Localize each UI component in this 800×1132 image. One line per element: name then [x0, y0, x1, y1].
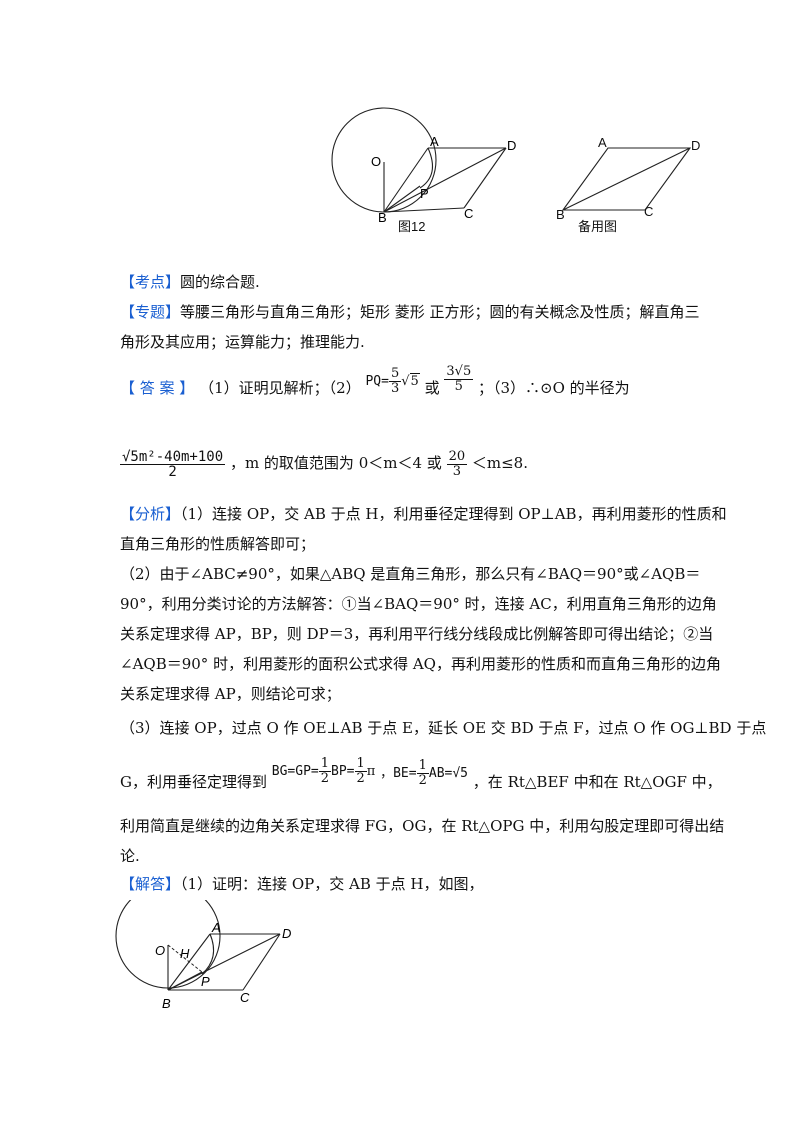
fenxi-line-11: 论.	[120, 847, 140, 865]
answer-tag: 【 答 案 】	[120, 379, 195, 397]
fenxi-line-6: ∠AQB＝90° 时，利用菱形的面积公式求得 AQ，再利用菱形的性质和而直角三角…	[120, 655, 721, 673]
spare-label-b: B	[556, 207, 565, 222]
fenxi-line-7: 关系定理求得 AP，则结论可求；	[120, 685, 341, 703]
sol-label-b: B	[162, 996, 171, 1011]
sol-label-p: P	[201, 974, 210, 989]
figure-12: A D O P B C	[331, 107, 516, 225]
zhuanti-line-2: 角形及其应用；运算能力；推理能力.	[120, 333, 365, 351]
answer-or: 或	[424, 379, 440, 397]
fenxi-line-1: 【分析】（1）连接 OP，交 AB 于点 H，利用垂径定理得到 OP⊥AB，再利…	[120, 505, 727, 523]
fenxi-line-3: （2）由于∠ABC≠90°，如果△ABQ 是直角三角形，那么只有∠BAQ＝90°…	[120, 565, 701, 583]
label-o: O	[371, 154, 381, 169]
fenxi-line-2: 直角三角形的性质解答即可；	[120, 535, 316, 553]
sol-label-a: A	[211, 920, 221, 935]
zhuanti-line-1: 【专题】等腰三角形与直角三角形；矩形 菱形 正方形；圆的有关概念及性质；解直角三	[120, 302, 700, 322]
answer-part3: ；（3）∴⊙O 的半径为	[478, 379, 630, 397]
pq-sqrt: 5	[409, 373, 420, 389]
zhuanti-tag: 【专题】	[120, 303, 181, 321]
jieda-line: 【解答】（1）证明：连接 OP，交 AB 于点 H，如图，	[120, 874, 483, 894]
sol-label-h: H	[180, 946, 190, 961]
kaodian-line: 【考点】圆的综合题.	[120, 272, 260, 292]
kaodian-text: 圆的综合题.	[180, 273, 260, 291]
range-text-1: ，m 的取值范围为 0＜m＜4 或	[229, 454, 442, 472]
jieda-text: （1）证明：连接 OP，交 AB 于点 H，如图，	[180, 875, 484, 893]
label-c: C	[464, 206, 473, 221]
kaodian-tag: 【考点】	[120, 273, 181, 291]
label-b: B	[378, 210, 387, 225]
answer-part1: （1）证明见解析；（2）	[199, 379, 361, 397]
zhuanti-text-1: 等腰三角形与直角三角形；矩形 菱形 正方形；圆的有关概念及性质；解直角三	[180, 303, 700, 321]
label-p: P	[420, 186, 429, 201]
fenxi-line-10: 利用简直是继续的边角关系定理求得 FG，OG，在 Rt△OPG 中，利用勾股定理…	[120, 817, 725, 835]
spare-label-a: A	[598, 135, 607, 150]
fenxi-line-8: （3）连接 OP，过点 O 作 OE⊥AB 于点 E，延长 OE 交 BD 于点…	[120, 719, 767, 737]
fenxi-tag: 【分析】	[120, 505, 181, 523]
jieda-tag: 【解答】	[120, 875, 181, 893]
sol-label-c: C	[240, 990, 250, 1005]
fenxi-line-4: 90°，利用分类讨论的方法解答：①当∠BAQ＝90° 时，连接 AC，利用直角三…	[120, 595, 717, 613]
label-a: A	[430, 134, 439, 149]
pq-lhs: PQ=	[365, 374, 389, 389]
fenxi-line-5: 关系定理求得 AP，BP，则 DP＝3，再利用平行线分线段成比例解答即可得出结论…	[120, 625, 714, 643]
sol-label-o: O	[155, 943, 165, 958]
spare-figure-caption: 备用图	[578, 219, 618, 234]
sol-label-d: D	[282, 926, 291, 941]
spare-label-d: D	[691, 138, 701, 153]
label-d: D	[507, 138, 516, 153]
figure-12-caption: 图12	[398, 219, 426, 234]
spare-label-c: C	[644, 204, 654, 219]
spare-figure	[561, 147, 692, 211]
solution-figure: A D O H P B C	[115, 900, 291, 1011]
range-text-2: ＜m≤8.	[471, 454, 528, 472]
